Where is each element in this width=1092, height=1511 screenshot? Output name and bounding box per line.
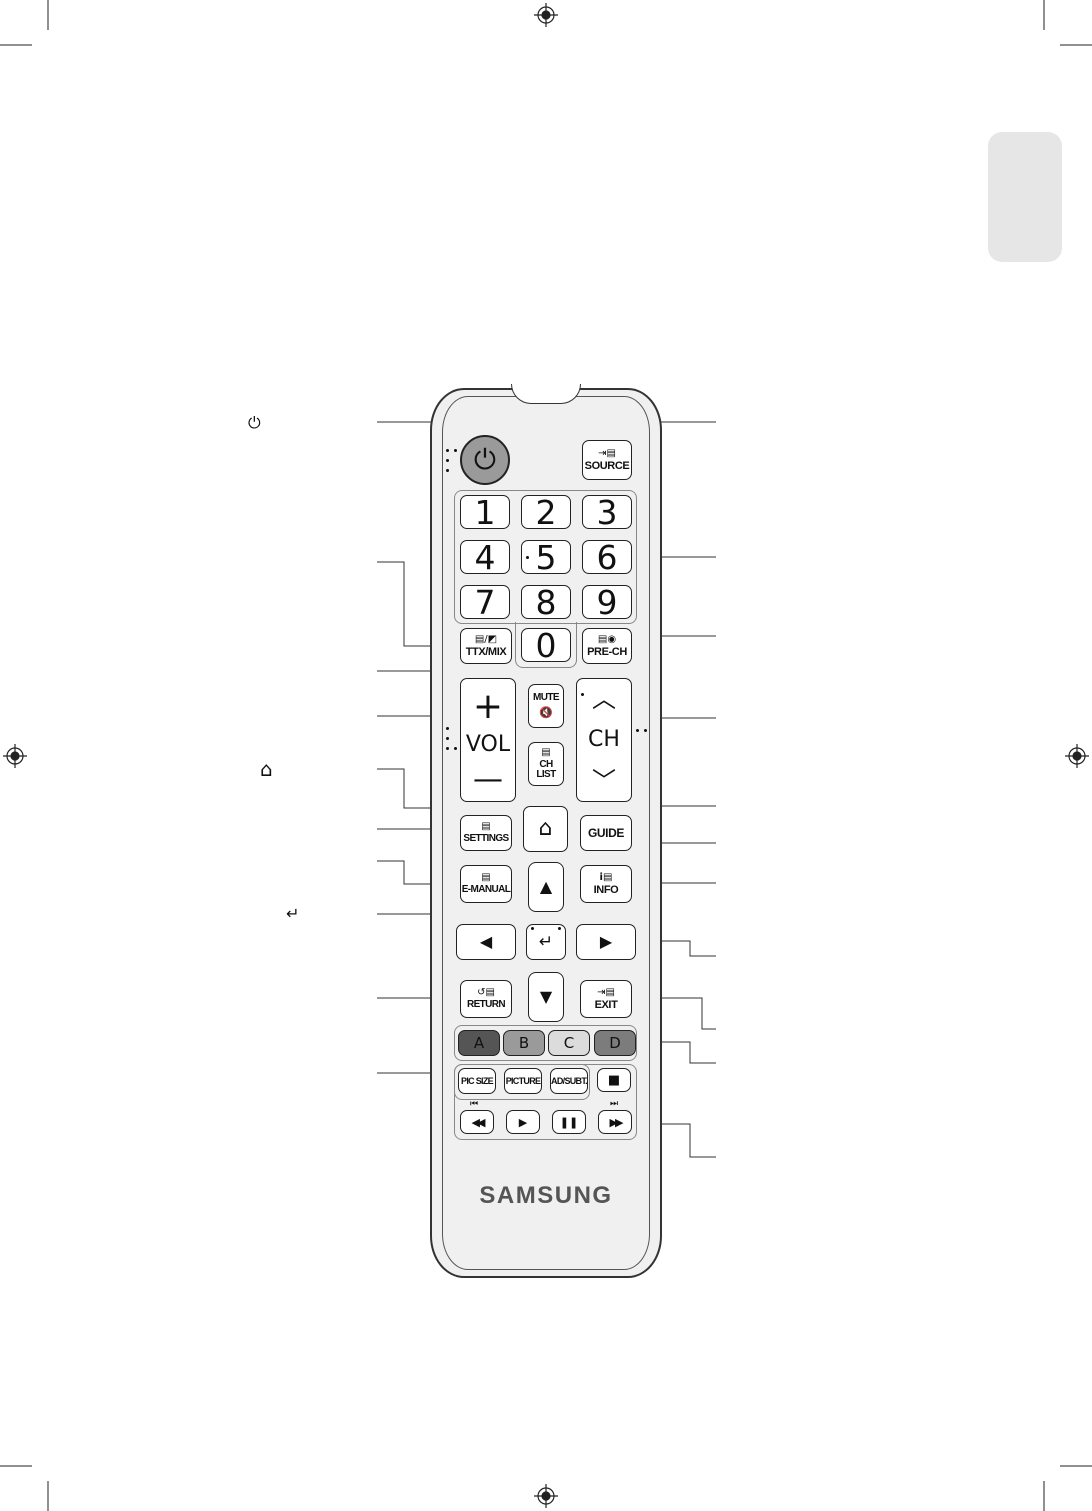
channel-list-label: CH LIST bbox=[536, 759, 556, 780]
volume-down-icon[interactable]: — bbox=[473, 762, 503, 797]
pause-button[interactable]: ❚❚ bbox=[552, 1110, 586, 1134]
mute-label: MUTE bbox=[533, 691, 560, 703]
exit-button[interactable]: ⇥▤ EXIT bbox=[580, 980, 632, 1018]
info-label: INFO bbox=[593, 883, 619, 896]
ttx-label: TTX/MIX bbox=[465, 645, 507, 658]
number-button-7[interactable]: 7 bbox=[460, 585, 510, 619]
guide-label: GUIDE bbox=[587, 826, 624, 840]
color-button-c[interactable]: C bbox=[548, 1030, 590, 1056]
exit-icon: ⇥▤ bbox=[597, 986, 615, 998]
home-button[interactable]: ⌂ bbox=[523, 806, 568, 852]
picture-mode-button[interactable]: PICTURE bbox=[504, 1068, 542, 1094]
power-callout-icon: ⏻ bbox=[248, 413, 261, 432]
number-pad-group bbox=[454, 490, 637, 624]
e-manual-label: E-MANUAL bbox=[461, 884, 511, 895]
return-button[interactable]: ↺▤ RETURN bbox=[460, 980, 512, 1018]
enter-button[interactable]: ↵ bbox=[526, 924, 566, 960]
number-button-6[interactable]: 6 bbox=[582, 540, 632, 574]
mute-button[interactable]: MUTE 🔇 bbox=[528, 684, 564, 728]
settings-button[interactable]: ▤ SETTINGS bbox=[460, 815, 512, 851]
color-button-d[interactable]: D bbox=[594, 1030, 636, 1056]
mute-icon: 🔇 bbox=[539, 705, 553, 719]
source-icon: ⇥▤ bbox=[598, 447, 616, 459]
guide-button[interactable]: GUIDE bbox=[580, 815, 632, 851]
volume-label: VOL bbox=[465, 732, 511, 757]
nav-left-button[interactable]: ◀ bbox=[456, 924, 516, 960]
color-button-b[interactable]: B bbox=[503, 1030, 545, 1056]
volume-rocker[interactable]: + VOL — bbox=[460, 678, 516, 802]
previous-icon: ⏮ bbox=[470, 1099, 479, 1109]
number-button-5[interactable]: 5 bbox=[521, 540, 571, 574]
info-icon: i▤ bbox=[599, 871, 613, 883]
source-label: SOURCE bbox=[584, 459, 630, 472]
number-button-0[interactable]: 0 bbox=[521, 628, 571, 662]
language-tab bbox=[988, 132, 1062, 262]
home-callout-icon: ⌂ bbox=[260, 757, 273, 781]
nav-up-button[interactable]: ▲ bbox=[528, 862, 564, 912]
number-button-2[interactable]: 2 bbox=[521, 495, 571, 529]
channel-up-icon[interactable]: ︿ bbox=[592, 685, 616, 713]
pre-ch-icon: ▤◉ bbox=[597, 633, 617, 645]
e-manual-button[interactable]: ▤ E-MANUAL bbox=[460, 865, 512, 903]
registration-marks bbox=[3, 3, 1089, 1508]
settings-icon: ▤ bbox=[481, 821, 491, 832]
ttx-mix-button[interactable]: ▤/◩ TTX/MIX bbox=[460, 628, 512, 664]
color-button-a[interactable]: A bbox=[458, 1030, 500, 1056]
ir-emitter bbox=[511, 384, 581, 404]
playback-group bbox=[454, 1064, 637, 1140]
channel-list-button[interactable]: ▤ CH LIST bbox=[528, 742, 564, 786]
settings-label: SETTINGS bbox=[463, 833, 509, 844]
e-manual-icon: ▤ bbox=[481, 872, 491, 883]
number-button-1[interactable]: 1 bbox=[460, 495, 510, 529]
home-icon: ⌂ bbox=[538, 816, 553, 841]
ad-subtitle-button[interactable]: AD/SUBT. bbox=[550, 1068, 588, 1094]
channel-rocker[interactable]: ︿ CH ﹀ bbox=[576, 678, 632, 802]
ttx-icon: ▤/◩ bbox=[474, 633, 498, 645]
channel-down-icon[interactable]: ﹀ bbox=[592, 767, 616, 795]
next-icon: ⏭ bbox=[610, 1099, 619, 1109]
channel-label: CH bbox=[588, 727, 620, 752]
volume-up-icon[interactable]: + bbox=[472, 686, 504, 727]
exit-label: EXIT bbox=[594, 998, 618, 1011]
channel-list-icon: ▤ bbox=[541, 747, 551, 758]
play-button[interactable]: ▶ bbox=[506, 1110, 540, 1134]
source-button[interactable]: ⇥▤ SOURCE bbox=[582, 440, 632, 480]
rewind-button[interactable]: ◀◀ bbox=[460, 1110, 494, 1134]
enter-callout-icon: ↵ bbox=[286, 904, 300, 923]
pre-ch-button[interactable]: ▤◉ PRE-CH bbox=[582, 628, 632, 664]
nav-right-button[interactable]: ▶ bbox=[576, 924, 636, 960]
pre-ch-label: PRE-CH bbox=[587, 645, 627, 658]
number-button-9[interactable]: 9 bbox=[582, 585, 632, 619]
zero-group bbox=[515, 622, 577, 668]
stop-button[interactable]: ■ bbox=[597, 1068, 631, 1092]
power-icon: ⏻ bbox=[473, 443, 497, 476]
pic-size-button[interactable]: PIC SIZE bbox=[458, 1068, 496, 1094]
info-button[interactable]: i▤ INFO bbox=[580, 865, 632, 903]
color-buttons-group bbox=[454, 1025, 637, 1061]
number-button-8[interactable]: 8 bbox=[521, 585, 571, 619]
number-button-4[interactable]: 4 bbox=[460, 540, 510, 574]
number-button-3[interactable]: 3 bbox=[582, 495, 632, 529]
return-label: RETURN bbox=[466, 999, 506, 1010]
samsung-logo: SAMSUNG bbox=[479, 1182, 613, 1209]
power-button[interactable]: ⏻ bbox=[460, 435, 510, 485]
return-icon: ↺▤ bbox=[477, 987, 495, 998]
fast-forward-button[interactable]: ▶▶ bbox=[598, 1110, 632, 1134]
nav-down-button[interactable]: ▼ bbox=[528, 972, 564, 1022]
